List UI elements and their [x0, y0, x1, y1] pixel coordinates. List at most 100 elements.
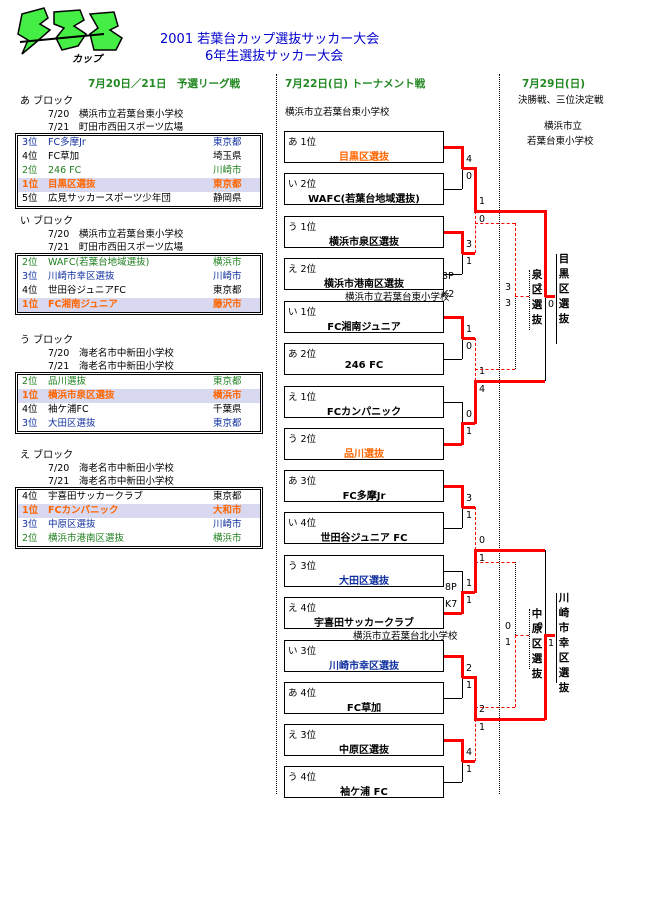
- match-team-box[interactable]: え 3位中原区選抜: [284, 724, 444, 756]
- match-team-box[interactable]: う 2位品川選抜: [284, 428, 444, 460]
- pk-score: K2: [442, 289, 455, 300]
- league-heading: 7月20日／21日 予選リーグ戦: [88, 78, 241, 90]
- match-team-box[interactable]: う 1位横浜市泉区選抜: [284, 216, 444, 248]
- third-place-line: [515, 635, 516, 707]
- match-team-box[interactable]: あ 1位目黒区選抜: [284, 131, 444, 163]
- bracket-win-line: [444, 316, 462, 319]
- final-line: [545, 296, 546, 381]
- standing-rank: 2位: [22, 165, 38, 176]
- score: 1: [466, 680, 473, 691]
- bracket-win-line: [461, 231, 464, 254]
- standing-rank: 4位: [22, 404, 38, 415]
- match-team-box[interactable]: い 4位世田谷ジュニア FC: [284, 512, 444, 544]
- score: 0: [466, 341, 473, 352]
- standing-prefecture: 東京都: [213, 491, 242, 502]
- bracket-win-line: [461, 485, 464, 508]
- score: 0: [466, 171, 473, 182]
- tournament-logo: カップ: [14, 4, 126, 66]
- standing-prefecture: 静岡県: [213, 193, 242, 204]
- score: 4: [466, 747, 473, 758]
- third-score: 3: [505, 298, 512, 309]
- bracket-win-line: [474, 549, 477, 593]
- final-team-bar: [556, 254, 557, 344]
- standing-rank: 2位: [22, 257, 38, 268]
- standing-prefecture: 東京都: [213, 376, 242, 387]
- standing-rank: 1位: [22, 299, 39, 310]
- bracket-line: [462, 338, 463, 359]
- score: 2: [466, 663, 473, 674]
- bracket-win-line: [444, 612, 462, 615]
- bracket-win-line: [462, 252, 475, 255]
- block-venue-day1: 7/20 横浜市立若葉台東小学校: [48, 109, 184, 120]
- match-team-box[interactable]: い 3位川崎市幸区選抜: [284, 640, 444, 672]
- third-place-line: [475, 562, 515, 563]
- final-score: 1: [548, 638, 555, 649]
- match-team-box[interactable]: う 3位大田区選抜: [284, 555, 444, 587]
- bracket-line: [444, 274, 462, 275]
- standing-rank: 1位: [22, 505, 39, 516]
- final-win-line: [475, 210, 545, 213]
- pk-score: 3P: [442, 271, 454, 282]
- standing-team: 中原区選抜: [48, 519, 96, 530]
- standing-rank: 4位: [22, 285, 38, 296]
- seed-label: え 3位: [288, 730, 317, 741]
- match-team-box[interactable]: う 4位袖ケ浦 FC: [284, 766, 444, 798]
- third-place-line: [475, 223, 515, 224]
- standing-rank: 1位: [22, 179, 39, 190]
- seed-label: え 4位: [288, 603, 317, 614]
- tournament-heading: 7月22日(日) トーナメント戦: [285, 78, 426, 90]
- bracket-line: [462, 168, 463, 189]
- standing-team: FCカンパニック: [48, 505, 119, 516]
- bracket-line: [444, 189, 462, 190]
- final-win-line: [545, 295, 555, 298]
- finals-heading: 7月29日(日): [522, 78, 586, 90]
- seed-label: い 2位: [288, 179, 317, 190]
- standing-rank: 2位: [22, 376, 38, 387]
- bracket-win-line: [462, 337, 475, 340]
- team-name: 目黒区選抜: [339, 152, 389, 163]
- standing-rank: 4位: [22, 491, 38, 502]
- score: 3: [466, 493, 473, 504]
- seed-label: あ 3位: [288, 476, 317, 487]
- bracket-win-line: [474, 676, 477, 720]
- standing-team: 品川選抜: [48, 376, 87, 387]
- team-name: 世田谷ジュニア FC: [320, 533, 408, 544]
- seed-label: あ 2位: [288, 349, 317, 360]
- block-venue-day2: 7/21 海老名市中新田小学校: [48, 476, 174, 487]
- standings-row: 5位広見サッカースポーツ少年団静岡県: [18, 192, 260, 206]
- match-team-box[interactable]: え 4位宇喜田サッカークラブ: [284, 597, 444, 629]
- block-name: い ブロック: [20, 216, 74, 227]
- block-venue-day1: 7/20 海老名市中新田小学校: [48, 348, 174, 359]
- bracket-win-line: [474, 167, 477, 212]
- bracket-win-line: [474, 380, 477, 424]
- third-place-line: [515, 562, 516, 635]
- team-name: 横浜市港南区選抜: [324, 279, 404, 290]
- seed-label: い 4位: [288, 518, 317, 529]
- team-name: FC草加: [346, 703, 382, 714]
- third-team-name: 泉区選抜: [531, 269, 543, 326]
- standings-row: 3位中原区選抜川崎市: [18, 518, 260, 532]
- standing-rank: 3位: [22, 418, 38, 429]
- page-subtitle: 6年生選抜サッカー大会: [205, 49, 344, 64]
- team-name: 大田区選抜: [339, 576, 389, 587]
- standing-team: 横浜市港南区選抜: [48, 533, 125, 544]
- standing-team: 広見サッカースポーツ少年団: [48, 193, 171, 204]
- bracket-loser-line: [475, 211, 476, 253]
- standing-rank: 2位: [22, 533, 38, 544]
- standings-row: 2位品川選抜 東京都: [18, 375, 260, 389]
- standing-prefecture: 大和市: [213, 505, 242, 516]
- score: 1: [466, 256, 473, 267]
- bracket-win-line: [461, 655, 464, 678]
- match-team-box[interactable]: え 2位横浜市港南区選抜: [284, 258, 444, 290]
